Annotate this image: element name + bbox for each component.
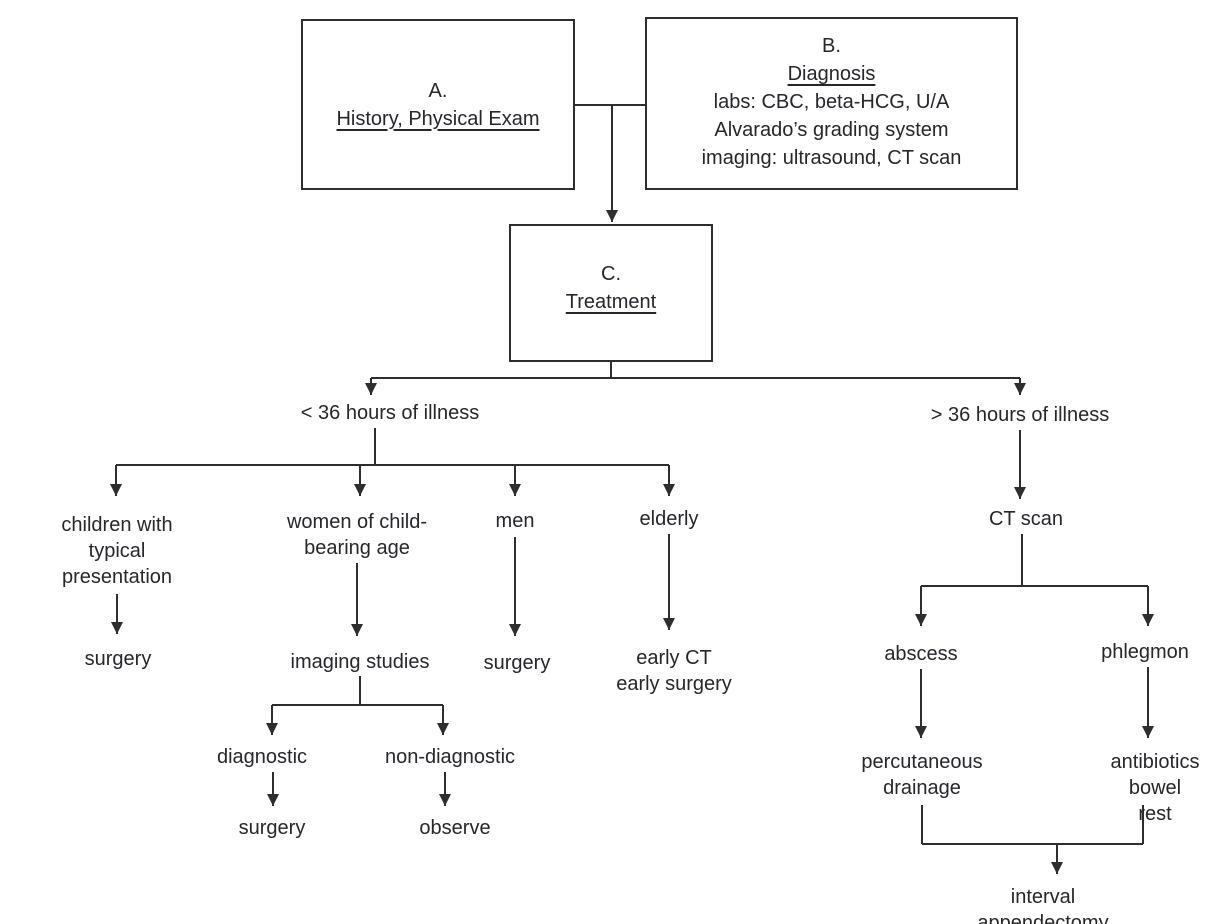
node-abscess: abscess <box>884 643 958 665</box>
box-c-letter: C. <box>601 263 621 285</box>
node-less-36-hours: < 36 hours of illness <box>300 402 480 424</box>
box-b-letter: B. <box>822 35 841 57</box>
node-ct-scan: CT scan <box>988 508 1064 530</box>
node-imaging-studies: imaging studies <box>290 651 430 673</box>
node-early-ct-early-surgery: early CT early surgery <box>616 647 732 695</box>
node-surgery-diagnostic: surgery <box>238 817 306 839</box>
node-surgery-men: surgery <box>483 652 551 674</box>
arrow-connectors <box>110 105 1154 874</box>
box-treatment: C. Treatment <box>509 224 713 362</box>
plain-connectors <box>116 104 1148 845</box>
box-a-title: History, Physical Exam <box>336 107 540 130</box>
node-surgery-children: surgery <box>84 648 152 670</box>
node-interval-appendectomy: interval appendectomy <box>977 886 1109 924</box>
box-diagnosis: B. Diagnosis labs: CBC, beta-HCG, U/A Al… <box>645 17 1018 190</box>
node-non-diagnostic: non-diagnostic <box>384 746 516 768</box>
box-b-details: labs: CBC, beta-HCG, U/A Alvarado’s grad… <box>701 91 962 169</box>
node-women-childbearing-age: women of child- bearing age <box>286 511 428 559</box>
box-a-letter: A. <box>428 79 448 102</box>
node-greater-36-hours: > 36 hours of illness <box>930 404 1110 426</box>
box-c-title: Treatment <box>565 291 657 313</box>
node-phlegmon: phlegmon <box>1101 641 1189 663</box>
node-observe: observe <box>419 817 491 839</box>
node-men: men <box>495 510 535 532</box>
box-history-physical-exam: A. History, Physical Exam <box>301 19 575 190</box>
box-b-title: Diagnosis <box>787 63 876 85</box>
node-percutaneous-drainage: percutaneous drainage <box>861 751 983 799</box>
node-elderly: elderly <box>639 508 699 530</box>
node-antibiotics-bowel-rest: antibiotics bowel rest <box>1110 751 1200 825</box>
node-children-typical-presentation: children with typical presentation <box>61 514 173 588</box>
node-diagnostic: diagnostic <box>216 746 308 768</box>
